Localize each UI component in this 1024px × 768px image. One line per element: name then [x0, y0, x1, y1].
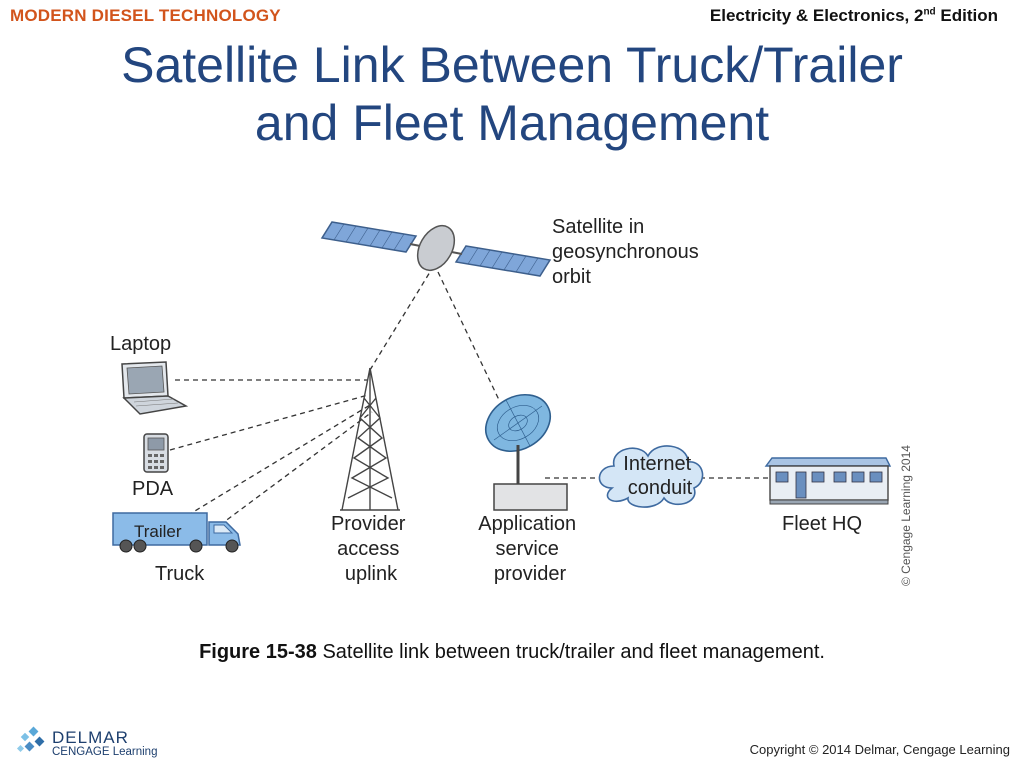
internet-label: Internet conduit [623, 453, 696, 499]
edition-text: Electricity & Electronics, 2 [709, 6, 924, 25]
internet-label-2: conduit [628, 477, 693, 499]
satellite-label: Satellite in geosynchronous orbit [552, 216, 704, 288]
edition-suffix: Edition [935, 6, 998, 25]
connection-lines [169, 271, 768, 526]
satellite-icon [320, 221, 552, 277]
laptop-label: Laptop [110, 333, 171, 355]
link-pda-tower [169, 394, 369, 451]
asp-label: Application service provider [478, 513, 581, 585]
provider-label-3: uplink [345, 563, 398, 585]
satellite-dish-icon [485, 393, 568, 511]
fleet-hq-building-icon [764, 457, 892, 505]
internet-cloud-icon [598, 445, 704, 508]
edition-sup: nd [923, 6, 936, 18]
edition-title: Electricity & Electronics, 2nd Edition [710, 6, 998, 26]
figure-number: Figure 15-38 [199, 641, 317, 663]
tower-icon [340, 367, 400, 511]
internet-label-1: Internet [623, 453, 691, 475]
truck-label: Truck [155, 563, 205, 585]
brand-title: MODERN DIESEL TECHNOLOGY [10, 6, 281, 25]
asp-label-3: provider [494, 563, 567, 585]
laptop-icon [121, 361, 189, 415]
pda-label: PDA [132, 478, 174, 500]
delmar-logo-icon [16, 726, 45, 753]
logo-name: DELMAR [52, 728, 129, 747]
truck-trailer-icon [112, 512, 241, 553]
copyright-text: Copyright © 2014 Delmar, Cengage Learnin… [749, 742, 1010, 757]
figure-caption: Figure 15-38 Satellite link between truc… [0, 641, 1024, 664]
satellite-label-3: orbit [552, 266, 591, 288]
watermark-label: © Cengage Learning 2014 [899, 445, 913, 586]
satellite-label-1: Satellite in [552, 216, 644, 238]
link-satellite-dish [437, 271, 501, 403]
satellite-label-2: geosynchronous [552, 241, 699, 263]
link-truck-tower [219, 411, 373, 526]
asp-label-2: service [496, 538, 559, 560]
provider-label-1: Provider [331, 513, 406, 535]
link-tower-satellite [369, 271, 431, 371]
slide-title-line2: and Fleet Management [254, 95, 770, 151]
asp-label-1: Application [478, 513, 576, 535]
slide-title: Satellite Link Between Truck/Trailer and… [0, 36, 1024, 152]
trailer-label: Trailer [134, 522, 182, 541]
figure-caption-text: Satellite link between truck/trailer and… [316, 641, 825, 663]
provider-label: Provider access uplink [331, 513, 411, 585]
provider-label-2: access [337, 538, 399, 560]
link-trailer-tower [179, 404, 371, 521]
logo-subtitle: CENGAGE Learning [52, 746, 158, 758]
fleet-hq-label: Fleet HQ [782, 513, 862, 535]
pda-icon [143, 433, 169, 473]
slide-title-line1: Satellite Link Between Truck/Trailer [121, 37, 903, 93]
